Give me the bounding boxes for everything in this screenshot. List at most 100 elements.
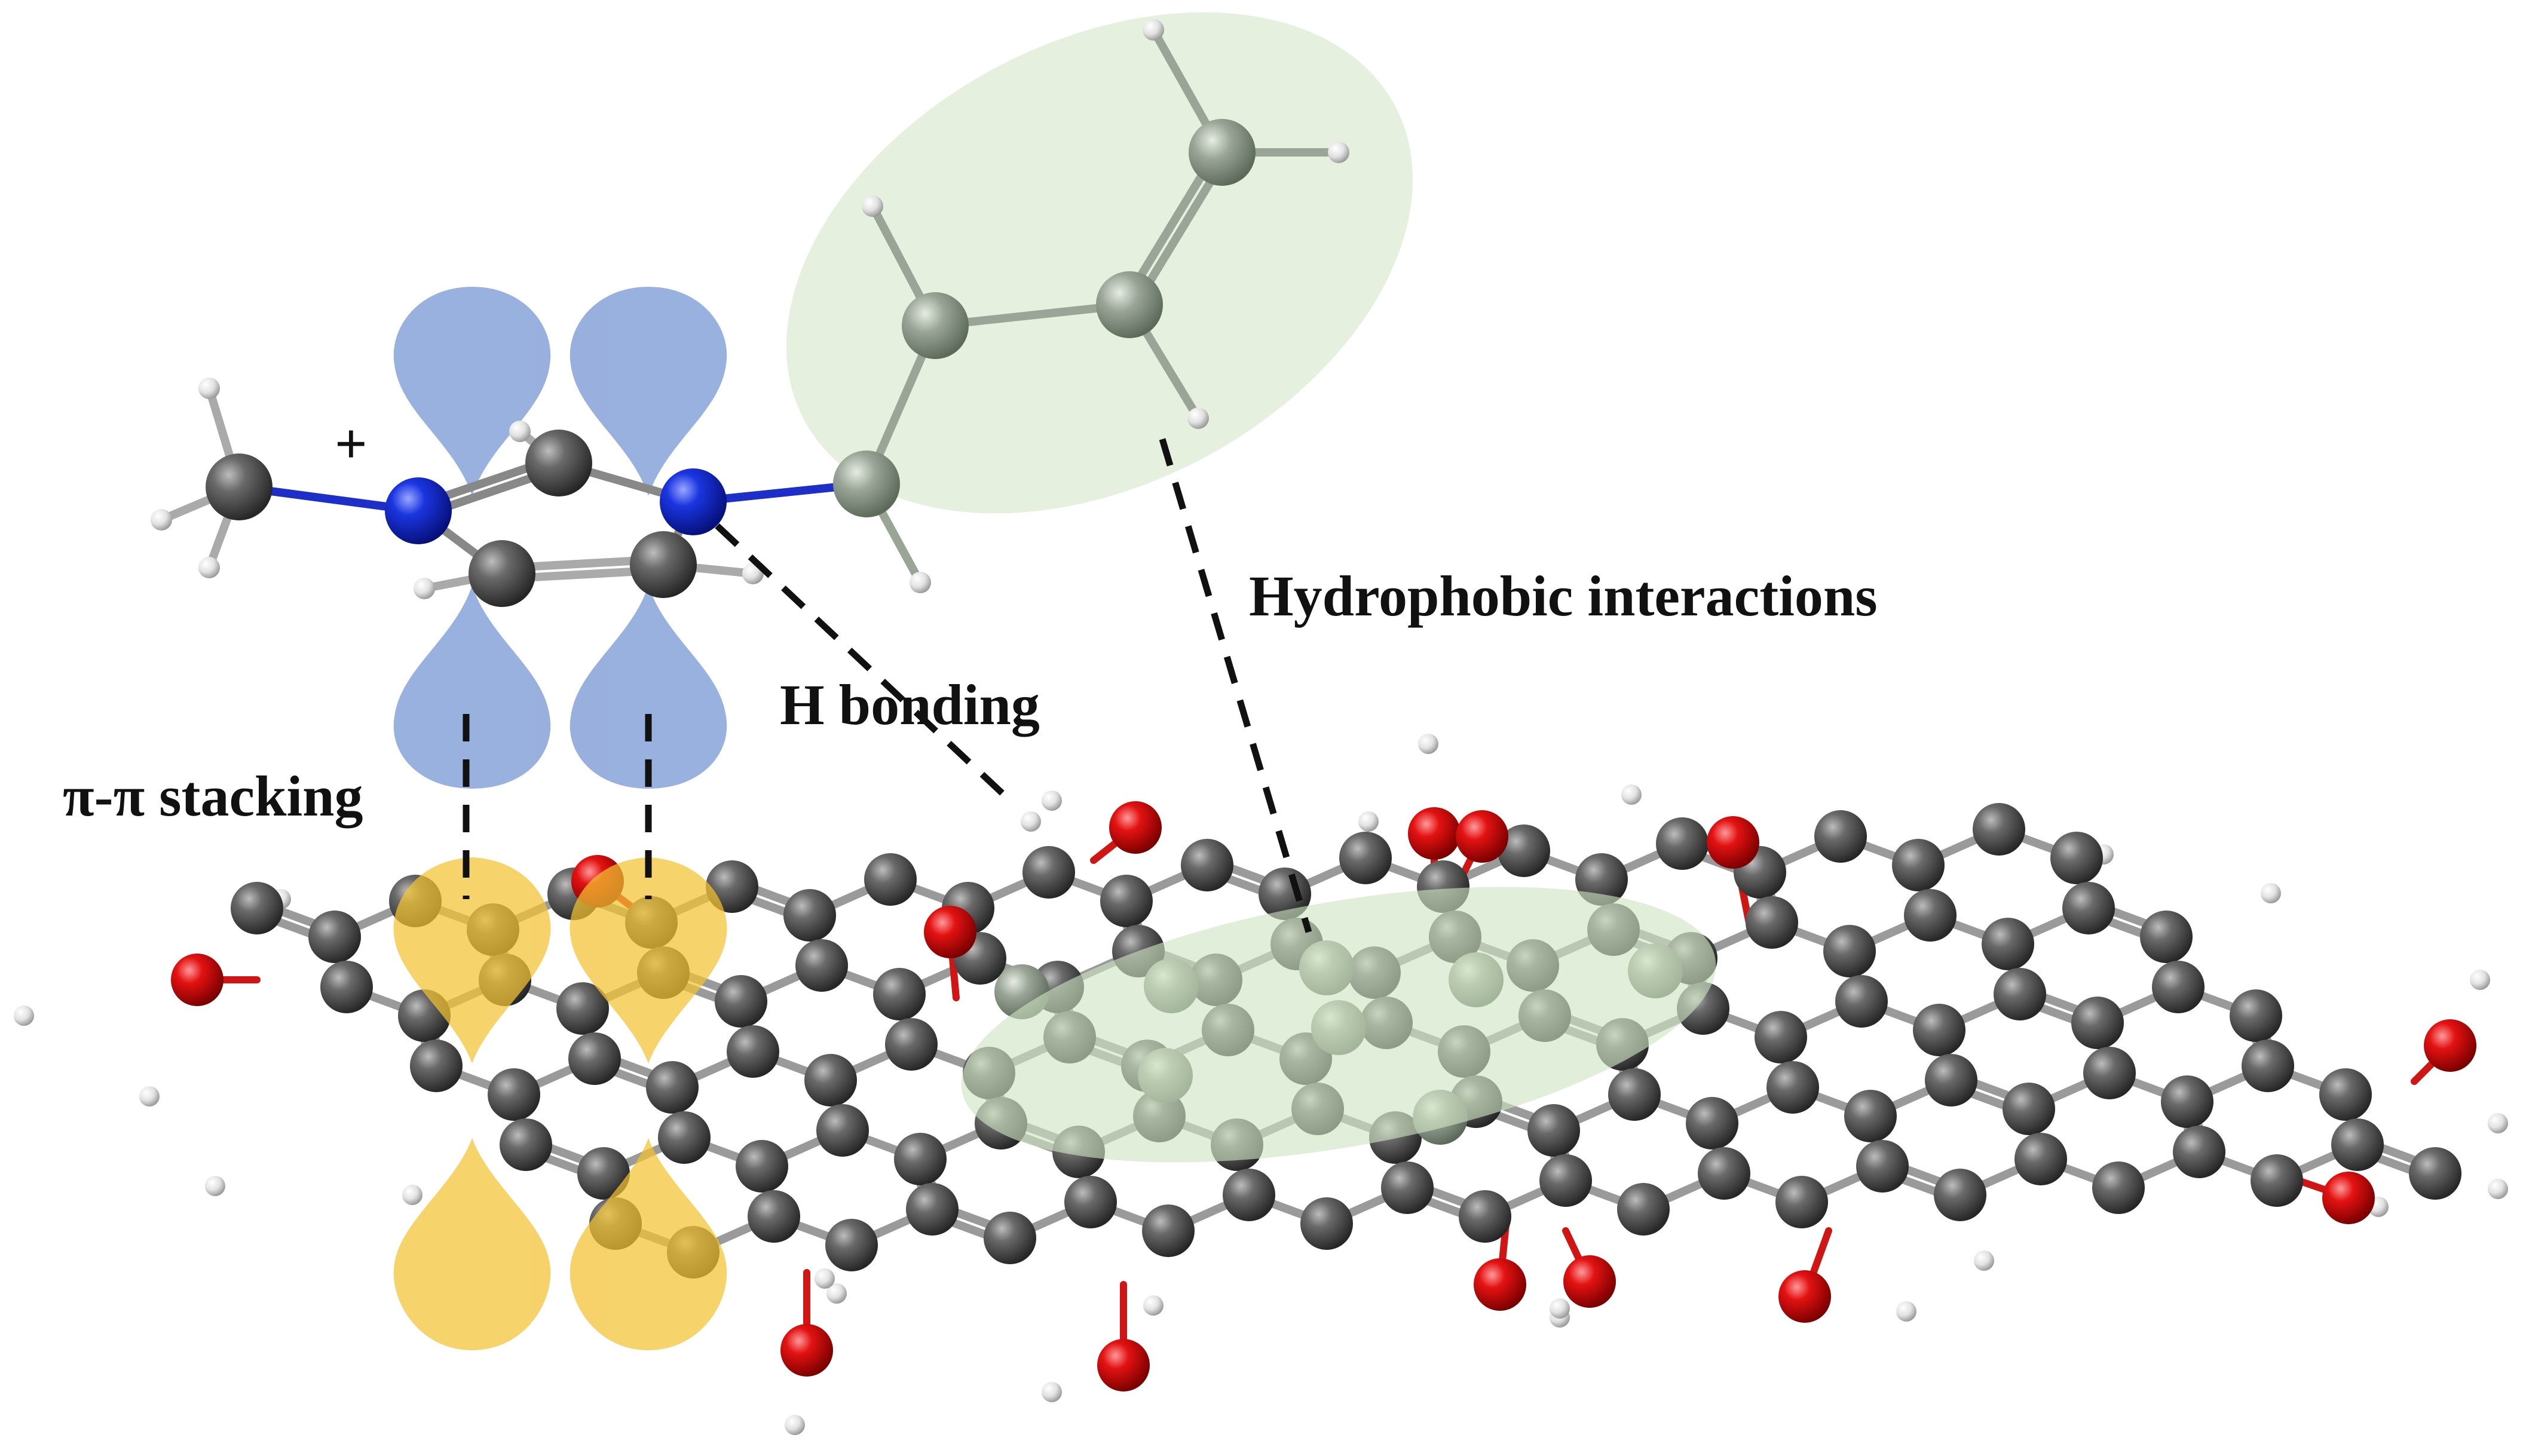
carbon-atom [748,1190,800,1243]
carbon-atom [577,1147,630,1200]
hydrogen-atom [151,509,172,531]
carbon-atom [1982,918,2034,970]
cation-orbital-right [570,287,727,789]
oxygen-atom [2322,1172,2375,1224]
imidazolium-cation-molecule-icon [151,19,1349,607]
carbon-atom [1617,1183,1670,1236]
oxygen-atom [171,954,223,1006]
hydrogen-atom [2261,883,2281,903]
hydrogen-atom [862,195,883,217]
hydrogen-atom [1187,407,1209,429]
hydrogen-atom [1042,790,1062,811]
carbon-atom [816,1104,869,1157]
hydrogen-atom [815,1268,835,1289]
carbon-atom [1608,1068,1661,1121]
carbon-atom [1498,824,1550,877]
hydrogen-atom [205,1176,225,1196]
nitrogen-atom [660,468,727,535]
carbon-atom [1856,1140,1909,1193]
oxygen-atom [1109,801,1162,854]
carbon-atom [873,968,926,1020]
carbon-atom [864,853,917,906]
carbon-atom [1459,1190,1511,1243]
hydrogen-atom [1021,811,1041,832]
nitrogen-atom [385,477,452,544]
carbon-atom [1100,875,1153,927]
hydrogen-atom [2470,970,2490,990]
hydrogen-atom [1550,1298,1570,1319]
carbon-atom [2409,1147,2461,1200]
hydrogen-atom [198,557,220,578]
oxygen-atom [1563,1255,1616,1308]
carbon-atom [525,430,592,496]
carbon-atom [469,540,535,607]
carbon-atom [2014,1133,2067,1185]
carbon-atom [1381,1161,1434,1214]
carbon-atom [715,975,767,1028]
carbon-atom [2071,997,2124,1049]
hydrogen-atom [1418,734,1438,754]
carbon-atom [630,531,697,598]
h-bonding-dash [715,523,1009,801]
hydrogen-atom [2488,1179,2508,1199]
carbon-atom [1259,868,1311,920]
hydrophobic-region-sheet [961,887,1716,1163]
pi-stacking-label: π-π stacking [63,764,363,828]
carbon-atom [1527,1104,1580,1157]
carbon-atom [206,453,273,520]
carbon-atom [736,1140,788,1193]
carbon-atom [231,882,283,934]
hydrogen-atom [1143,1295,1164,1316]
carbon-atom [658,1111,711,1164]
carbon-atom [727,1025,779,1078]
graphene-orbital-right [570,857,727,1350]
carbon-atom [500,1118,552,1171]
oxygen-atom [1778,1270,1831,1323]
carbon-atom [1973,803,2025,856]
hydrogen-atom [1143,19,1164,41]
carbon-atom [320,961,373,1013]
oxygen-atom [1456,810,1508,863]
carbon-atom [2161,1075,2213,1128]
hydrogen-atom [509,421,531,442]
carbon-atom [906,1183,959,1236]
alkyl-carbon-atom [902,292,969,359]
carbon-atom [556,982,609,1035]
h-bonding-label: H bonding [780,673,1040,737]
cation-pi-orbitals [393,287,727,789]
carbon-atom [2003,1083,2055,1135]
carbon-atom [2062,882,2115,934]
hydrophobic-region-alkyl [786,12,1413,514]
carbon-atom [1746,896,1798,949]
alkyl-carbon-atom [1189,119,1256,186]
carbon-atom [1698,1147,1750,1200]
carbon-atom [1064,1176,1117,1228]
carbon-atom [1994,968,2046,1020]
hydrogen-atom [1974,1250,1994,1271]
hydrogen-atom [1042,1382,1062,1402]
oxygen-atom [1408,807,1461,860]
carbon-atom [1775,1176,1828,1228]
carbon-atom [1223,1169,1275,1221]
carbon-atom [1925,1054,1977,1106]
carbon-atom [1835,975,1888,1028]
hydrogen-atom [1358,811,1379,832]
hydrophobic-label: Hydrophobic interactions [1249,564,1878,628]
oxygen-atom [924,906,976,958]
carbon-atom [1339,832,1392,884]
carbon-atom [1766,1061,1819,1114]
carbon-atom [2242,1040,2294,1092]
carbon-atom [2173,1126,2225,1178]
hydrogen-atom [1621,784,1642,805]
cation-orbital-left [393,287,551,789]
carbon-atom [1686,1097,1738,1150]
carbon-atom [2230,989,2282,1042]
hydrophobic-dash [1159,438,1312,933]
carbon-atom [568,1032,621,1085]
carbon-atom [2331,1118,2384,1171]
charge-label: + [335,412,368,476]
hydrogen-atom [2488,1113,2508,1133]
oxygen-atom [2424,1019,2476,1072]
carbon-atom [1656,817,1709,870]
